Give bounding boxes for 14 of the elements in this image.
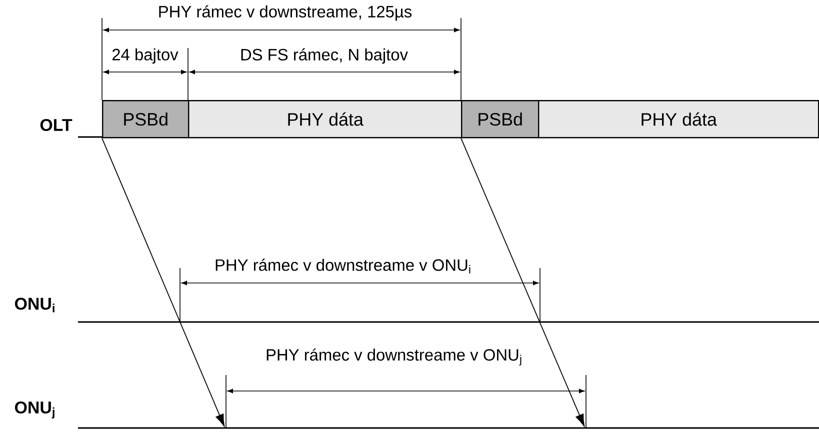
lane-label: OLT [40,119,72,131]
dimension-label: DS FS rámec, N bajtov [241,48,408,64]
lane-label: ONU$_{j}$ [14,402,54,418]
frame-segment: PSBd [102,100,190,138]
dimension-label: PHY rámec v downstreame v ONU$_{j}$ [266,348,522,366]
frame-segment: PSBd [461,100,540,138]
dimension-label: PHY rámec v downstreame, 125µs [159,5,412,21]
frame-segment: PHY dáta [188,100,462,138]
frame-segment: PHY dáta [538,100,819,138]
lane-label: ONU$_{i}$ [14,298,54,312]
dimension-label: 24 bajtov [112,48,178,64]
dimension-label: PHY rámec v downstreame v ONU$_{i}$ [216,258,470,274]
propagation-arrow [102,138,225,426]
propagation-arrow [460,138,585,426]
